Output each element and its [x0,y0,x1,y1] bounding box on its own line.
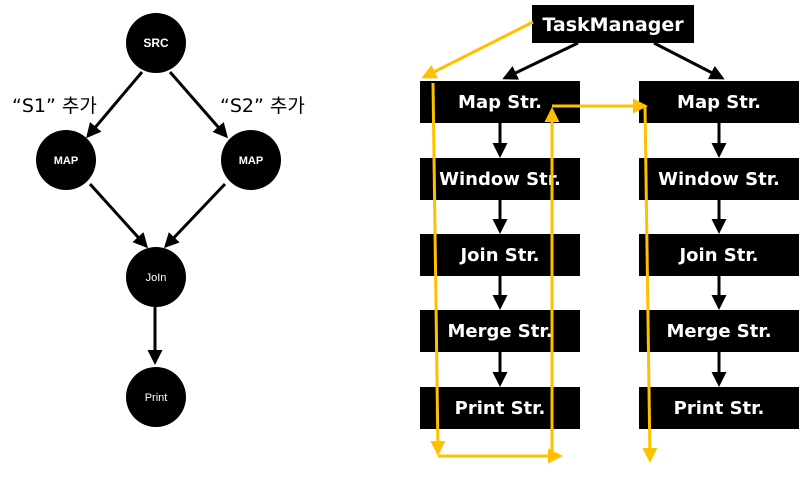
pipeline-1-stage-label: Window Str. [439,169,561,190]
pipeline-1: Map Str. Window Str. Join Str. Merge Str… [420,81,580,429]
execution-flow-path [421,20,658,464]
print-node-label: Print [145,392,168,404]
src-node-label: SRC [143,36,169,50]
pipeline-2: Map Str. Window Str. Join Str. Merge Str… [639,81,799,429]
edge-map-right-to-join [163,182,227,249]
pipeline-2-stage-box [639,234,799,276]
dag-graph: SRC MAP MAP JoIn Print “S1” 추가 “S2” 추가 [12,13,305,427]
edge-src-to-map-right [168,71,228,139]
pipeline-2-stage-box [639,158,799,200]
join-node-label: JoIn [146,272,167,284]
print-node [126,367,186,427]
s1-added-label: “S1” 추가 [12,95,97,117]
edge-tm-to-pipeline-2 [653,41,725,80]
task-pipelines: TaskManager Map Str. Window Str. Join St… [420,5,799,464]
s2-added-label: “S2” 추가 [220,95,305,117]
edge-tm-to-pipeline-1 [502,41,579,80]
pipeline-2-stage-label: Print Str. [674,398,765,419]
edge-src-to-map-left [86,71,144,139]
pipeline-2-stage-box [639,387,799,429]
edge-map-left-to-join [88,182,149,249]
src-node [126,13,186,73]
task-manager-box [532,5,694,43]
map-right-node [221,130,281,190]
flow-arrow-tm-to-pipeline-1 [421,20,534,79]
pipeline-2-stage-box [639,310,799,352]
pipeline-2-stage-label: Merge Str. [666,321,771,342]
pipeline-2-stage-label: Window Str. [658,169,780,190]
pipeline-2-stage-label: Join Str. [677,245,758,266]
join-node [126,247,186,307]
pipeline-1-stage-label: Print Str. [455,398,546,419]
pipeline-1-stage-label: Map Str. [458,92,542,113]
pipeline-2-stage-box [639,81,799,123]
flow-arrow-down-pipeline-2 [642,105,658,463]
map-left-node [36,130,96,190]
map-right-node-label: MAP [239,155,263,167]
task-manager-label: TaskManager [542,14,684,36]
pipeline-1-stage-label: Merge Str. [447,321,552,342]
pipeline-2-stage-label: Map Str. [677,92,761,113]
flow-arrow-down-pipeline-1 [430,82,446,456]
map-left-node-label: MAP [54,155,78,167]
pipeline-1-stage-label: Join Str. [458,245,539,266]
